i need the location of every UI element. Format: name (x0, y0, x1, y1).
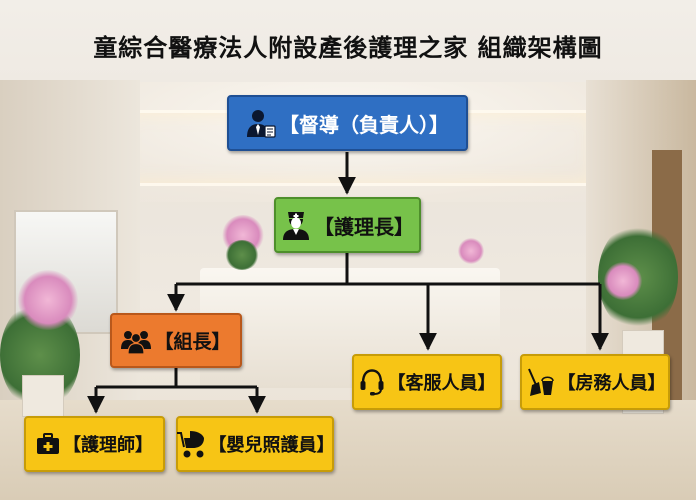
node-label: 【嬰兒照護員】 (208, 435, 335, 456)
node-supervisor: 【督導（負責人）】 (227, 95, 468, 151)
nurse-icon (281, 209, 311, 241)
node-label: 【督導（負責人）】 (279, 112, 449, 137)
node-label: 【護理長】 (314, 214, 414, 239)
broom-bucket-icon (525, 367, 555, 397)
node-label: 【組長】 (154, 331, 231, 353)
baby-stroller-icon (176, 429, 206, 459)
person-tie-icon (246, 108, 276, 138)
group-icon (121, 328, 152, 354)
node-housekeeping: 【房務人員】 (520, 354, 670, 410)
node-customer-service: 【客服人員】 (352, 354, 502, 410)
chart-title: 童綜合醫療法人附設產後護理之家 組織架構圖 (93, 34, 603, 62)
node-infant-caregiver: 【嬰兒照護員】 (176, 416, 335, 472)
node-nurse: 【護理師】 (24, 416, 165, 472)
node-label: 【護理師】 (63, 435, 153, 456)
node-label: 【客服人員】 (387, 373, 496, 394)
node-label: 【房務人員】 (557, 373, 666, 394)
node-team-leader: 【組長】 (110, 313, 242, 368)
medical-kit-icon (36, 433, 60, 455)
node-head-nurse: 【護理長】 (274, 197, 421, 253)
headset-icon (359, 368, 385, 396)
